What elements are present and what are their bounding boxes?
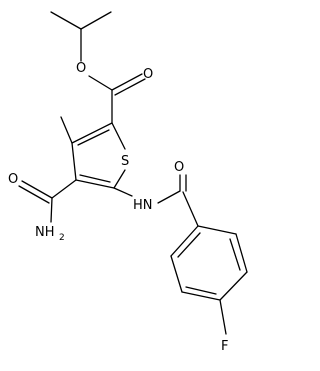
bond-ar-1-2 — [197, 225, 237, 235]
atom-carbonyl-oxygen-ester: O — [143, 67, 153, 82]
bond-c4-amide-carbon — [51, 179, 77, 199]
bond-ar-6-1-inner — [177, 232, 201, 258]
atom-ester-oxygen: O — [76, 61, 86, 76]
bond-c5-nh — [113, 187, 133, 197]
thiophene-ring — [71, 122, 126, 189]
bond-c5-c4-inner — [79, 174, 111, 183]
carboxamide-group — [18, 179, 77, 223]
isopropyl-group — [50, 11, 112, 62]
bond-ar-3-4 — [219, 271, 248, 301]
bond-ar-2-3 — [235, 233, 248, 273]
bond-amide-carbonyl-1 — [21, 180, 53, 199]
bond-ar-4-5 — [181, 291, 221, 301]
bond-ar-2-3-inner — [229, 238, 241, 271]
bond-c3-c2-inner — [77, 129, 110, 146]
atom-amide-oxygen: O — [8, 172, 18, 187]
bond-s-c5 — [113, 169, 126, 189]
bond-ar-fluorine — [219, 299, 227, 335]
ester-group — [88, 73, 146, 124]
bond-c2-s — [111, 122, 126, 150]
atom-ring-sulfur: S — [121, 154, 129, 169]
bond-nh-carbonyl — [157, 190, 181, 204]
atom-fluorine: F — [221, 339, 228, 354]
bond-c4-c3 — [71, 142, 77, 181]
bond-carbonyl-double-1 — [111, 73, 143, 91]
atom-amide-nitrogen: NH — [35, 225, 55, 240]
bond-ar-4-5-inner — [185, 286, 217, 295]
bond-ch-methyl-right — [80, 11, 112, 30]
fluorophenyl-ring — [170, 225, 248, 335]
benzamide-linkage — [113, 174, 199, 227]
bond-ar-6-1 — [170, 225, 199, 257]
atom-benzoyl-oxygen: O — [174, 160, 184, 175]
bond-c5-c4 — [75, 179, 115, 189]
atom-amide-nitrogen-subscript: 2 — [59, 233, 65, 243]
atom-amine-nitrogen: HN — [133, 198, 153, 213]
bond-ar-5-6 — [170, 255, 183, 293]
bond-amide-carbonyl-2 — [18, 185, 50, 204]
bond-carbonyl-phenyl — [182, 191, 199, 227]
bond-ch-methyl-left — [50, 11, 82, 30]
molecule-structure: O O S O NH 2 HN O F — [8, 11, 248, 354]
bond-oxygen-carbonyl-carbon — [88, 75, 113, 91]
bond-c3-c2 — [71, 122, 113, 144]
bond-carbonyl-double-2 — [114, 78, 146, 96]
bond-c3-methyl — [60, 116, 73, 144]
bond-amide-carbon-nitrogen — [50, 197, 53, 223]
